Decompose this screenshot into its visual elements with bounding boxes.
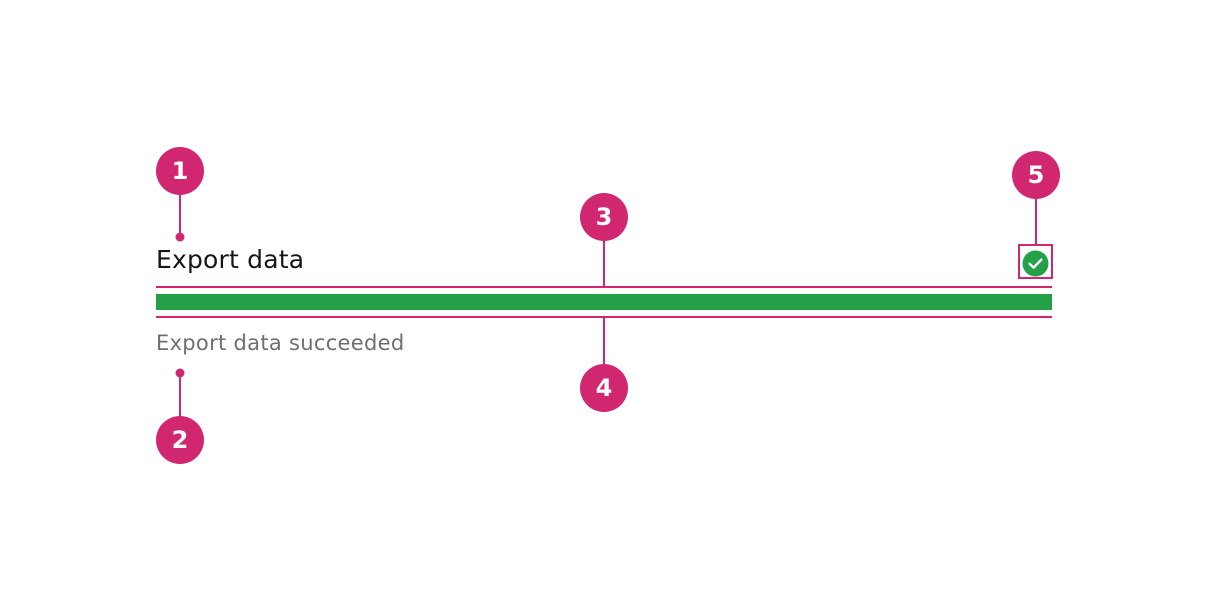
progress-label: Export data xyxy=(156,245,305,274)
callout-marker-3: 3 xyxy=(580,193,628,241)
progress-track xyxy=(156,294,1052,310)
callout-dot-2 xyxy=(175,368,185,378)
callout-marker-1: 1 xyxy=(156,147,204,195)
callout-dot-1 xyxy=(175,232,185,242)
progress-fill xyxy=(156,294,1052,310)
progress-helper-text: Export data succeeded xyxy=(156,331,405,355)
callout-marker-4: 4 xyxy=(580,364,628,412)
callout-marker-2: 2 xyxy=(156,416,204,464)
callout-marker-5: 5 xyxy=(1012,151,1060,199)
checkmark-filled-icon xyxy=(1022,250,1049,277)
